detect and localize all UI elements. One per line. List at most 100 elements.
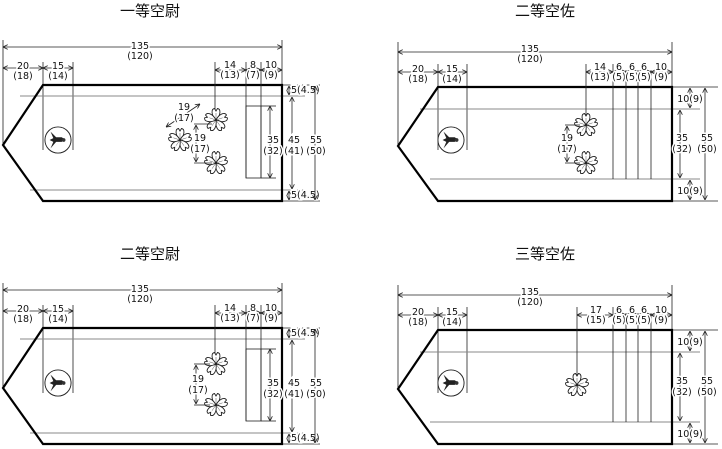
rank-bar xyxy=(245,105,262,179)
dim-label: (17) xyxy=(174,113,194,124)
dim-label: 135 xyxy=(521,44,539,55)
shoulder-board-outline xyxy=(1,326,284,446)
dim-label: (13) xyxy=(590,72,610,83)
dim-label: (14) xyxy=(48,314,68,325)
cherry-blossom-star-icon xyxy=(564,373,590,398)
wing-emblem-icon xyxy=(44,126,72,154)
dim-label: (5) xyxy=(625,315,638,326)
dim-label: (41) xyxy=(284,389,304,400)
dim-label: 10 xyxy=(265,303,277,314)
dim-label: 17 xyxy=(590,305,602,316)
dim-label: 6 xyxy=(629,305,635,316)
dim-label: (50) xyxy=(306,146,326,157)
dim-label: 14 xyxy=(594,62,606,73)
dim-label: 10(9) xyxy=(677,337,703,348)
dim-label: (5) xyxy=(625,72,638,83)
dim-label: (32) xyxy=(263,389,283,400)
dim-label: 6 xyxy=(616,62,622,73)
dim-label: 55 xyxy=(310,135,322,146)
dim-label: 55 xyxy=(701,133,713,144)
dim-label: (120) xyxy=(517,297,543,308)
dim-label: (50) xyxy=(697,387,717,398)
dim-label: (14) xyxy=(442,74,462,85)
dim-label: 10 xyxy=(655,305,667,316)
wing-emblem-icon xyxy=(437,369,465,397)
dim-label: 14 xyxy=(224,303,236,314)
dim-label: (5) xyxy=(612,315,625,326)
wing-emblem-icon xyxy=(437,126,465,154)
dim-label: 19 xyxy=(178,102,190,113)
dim-label: (15) xyxy=(586,315,606,326)
shoulder-board-outline xyxy=(396,328,674,446)
dim-label: 45 xyxy=(288,378,300,389)
dim-label: 20 xyxy=(17,61,29,72)
dim-label: 10(9) xyxy=(677,186,703,197)
dim-label: (18) xyxy=(13,314,33,325)
dim-label: (13) xyxy=(220,70,240,81)
cherry-blossom-star-icon xyxy=(203,108,229,133)
dim-label: (5) xyxy=(637,315,650,326)
dim-label: 10 xyxy=(655,62,667,73)
panel-major: 三等空佐 135 (120) 20 (18) 15 (14) 17 (15) 6… xyxy=(396,245,718,446)
shoulder-board-outline xyxy=(396,85,674,203)
dim-label: 10(9) xyxy=(677,429,703,440)
dim-label: 8 xyxy=(250,60,256,71)
dim-label: (14) xyxy=(442,317,462,328)
dim-label: (18) xyxy=(13,71,33,82)
dim-label: (32) xyxy=(672,144,692,155)
dim-label: 35 xyxy=(267,378,279,389)
dim-label: 55 xyxy=(310,378,322,389)
dim-label: 6 xyxy=(616,305,622,316)
dim-label: 6 xyxy=(641,305,647,316)
dim-label: (18) xyxy=(408,74,428,85)
dim-label: 10(9) xyxy=(677,94,703,105)
dim-label: (50) xyxy=(697,144,717,155)
dim-label: 15 xyxy=(52,61,64,72)
panel-title: 三等空佐 xyxy=(515,245,575,263)
dim-label: (9) xyxy=(654,315,667,326)
dim-label: 20 xyxy=(412,64,424,75)
dim-label: (50) xyxy=(306,389,326,400)
dim-label: (41) xyxy=(284,146,304,157)
dim-label: 45 xyxy=(288,135,300,146)
shoulder-board-outline xyxy=(1,83,284,203)
dim-label: (120) xyxy=(127,294,153,305)
dim-label: (9) xyxy=(264,313,277,324)
dim-label: (7) xyxy=(246,70,259,81)
dim-label: 15 xyxy=(446,307,458,318)
dim-label: 6 xyxy=(641,62,647,73)
panel-title: 二等空尉 xyxy=(120,245,180,263)
dim-label: 20 xyxy=(17,304,29,315)
wing-emblem-icon xyxy=(44,369,72,397)
panel-lieutenant-colonel: 二等空佐 135 (120) 20 (18) 15 (14) 14 (13) 6… xyxy=(396,2,718,203)
dim-label: 135 xyxy=(131,41,149,52)
panel-1st-lieutenant: 一等空尉 135 (120) 20 (18) 15 (14) 14 (13) 8… xyxy=(1,2,327,203)
dim-label: (17) xyxy=(188,385,208,396)
panel-1st-lieutenant-2: 二等空尉 135 (120) 20 (18) 15 (14) 14 (13) 8… xyxy=(1,245,327,446)
dim-label: (32) xyxy=(263,146,283,157)
panel-title: 二等空佐 xyxy=(515,2,575,20)
dim-label: (5) xyxy=(612,72,625,83)
dim-label: (17) xyxy=(190,144,210,155)
dim-label: (7) xyxy=(246,313,259,324)
dim-label: 19 xyxy=(192,374,204,385)
dim-label: (18) xyxy=(408,317,428,328)
dim-label: (120) xyxy=(517,54,543,65)
dim-label: (120) xyxy=(127,51,153,62)
dim-label: 20 xyxy=(412,307,424,318)
dim-label: (32) xyxy=(672,387,692,398)
dim-label: (9) xyxy=(654,72,667,83)
dim-label: 10 xyxy=(265,60,277,71)
dim-label: 15 xyxy=(52,304,64,315)
dim-label: 19 xyxy=(194,133,206,144)
dim-label: 55 xyxy=(701,376,713,387)
panel-title: 一等空尉 xyxy=(120,2,180,20)
dim-label: 19 xyxy=(561,133,573,144)
dim-label: (13) xyxy=(220,313,240,324)
dim-label: 15 xyxy=(446,64,458,75)
dim-label: 35 xyxy=(267,135,279,146)
dim-label: 35 xyxy=(676,376,688,387)
dim-label: 35 xyxy=(676,133,688,144)
dim-label: 135 xyxy=(131,284,149,295)
